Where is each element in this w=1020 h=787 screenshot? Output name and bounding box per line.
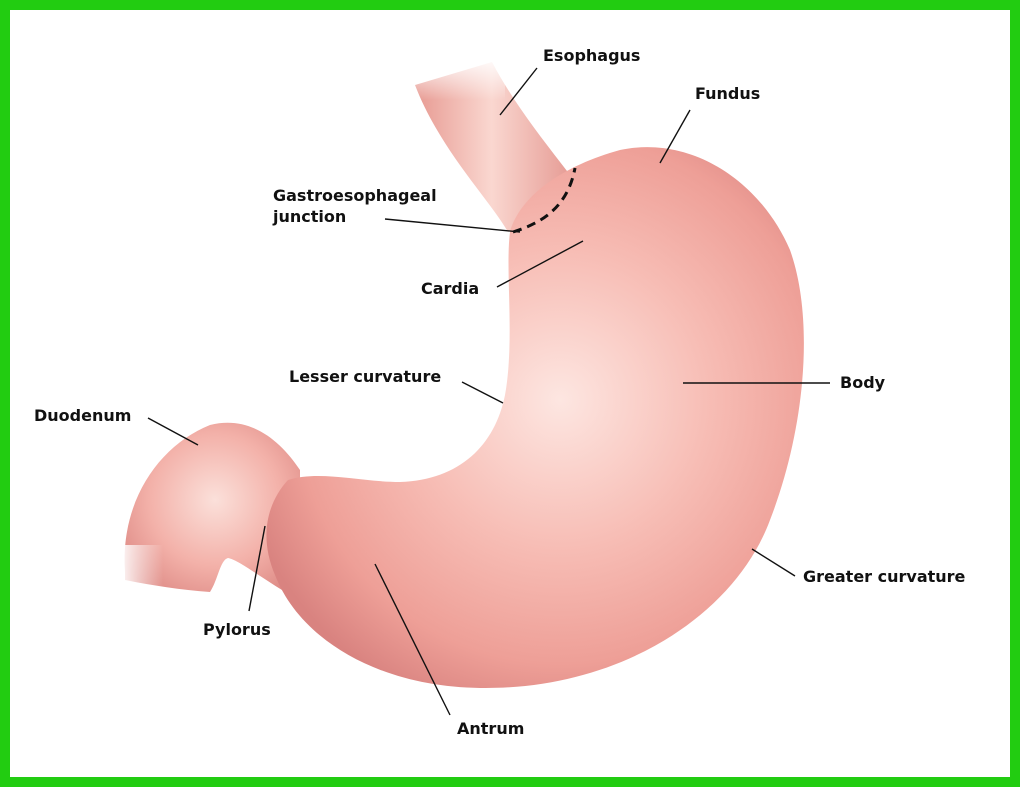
label-fundus: Fundus <box>695 84 760 103</box>
label-ge-junction-line2: junction <box>272 207 346 226</box>
stomach-shape <box>266 147 803 688</box>
label-lesser-curvature: Lesser curvature <box>289 367 441 386</box>
label-ge-junction-line1: Gastroesophageal <box>273 186 437 205</box>
label-cardia: Cardia <box>421 279 479 298</box>
ge-junction-leader <box>385 219 520 232</box>
duodenum-leader <box>148 418 198 445</box>
label-body: Body <box>840 373 886 392</box>
label-duodenum: Duodenum <box>34 406 131 425</box>
label-greater-curvature: Greater curvature <box>803 567 966 586</box>
label-pylorus: Pylorus <box>203 620 271 639</box>
label-antrum: Antrum <box>457 719 524 738</box>
duodenum-fade <box>118 545 163 595</box>
label-esophagus: Esophagus <box>543 46 640 65</box>
lesser-curvature-leader <box>462 382 503 403</box>
esophagus-fade <box>405 55 505 100</box>
greater-curvature-leader <box>752 549 795 576</box>
